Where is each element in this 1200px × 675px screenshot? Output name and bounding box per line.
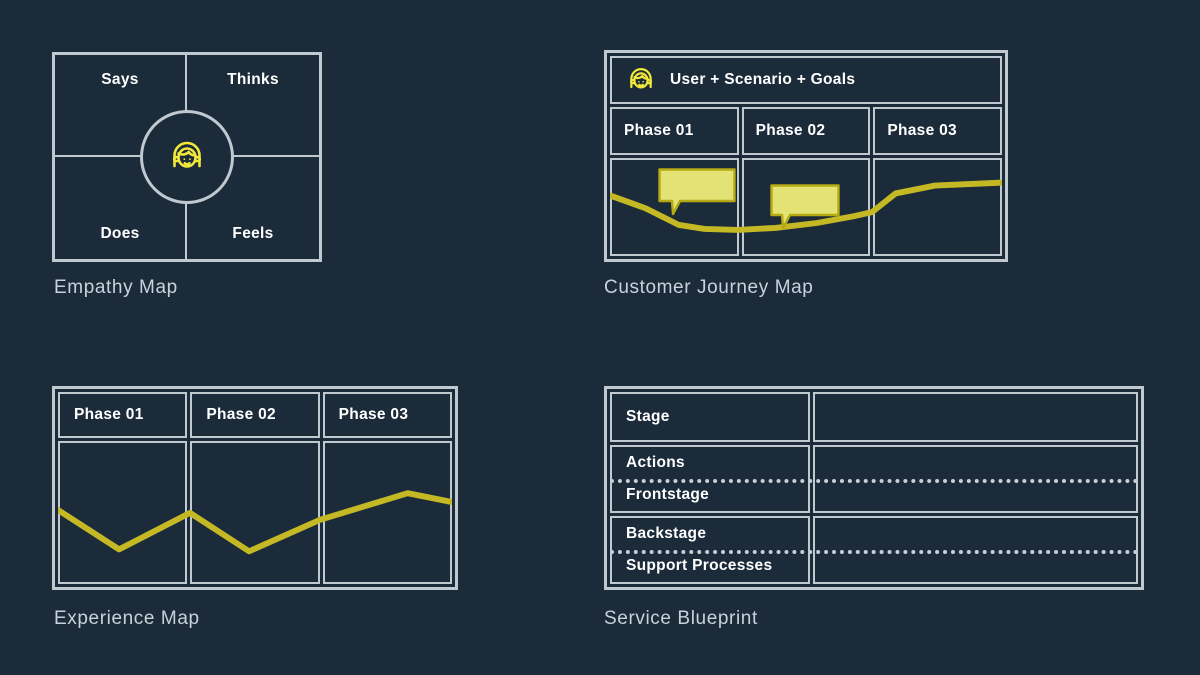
blueprint-line-of-interaction bbox=[610, 479, 1138, 483]
experience-map-diagram: Phase 01 Phase 02 Phase 03 bbox=[52, 386, 458, 590]
empathy-quadrant-does[interactable]: Does bbox=[55, 157, 187, 259]
blueprint-actions-sub: Actions bbox=[612, 447, 808, 479]
journey-chart-cell-03[interactable] bbox=[873, 158, 1003, 256]
journey-chart-cell-01[interactable] bbox=[610, 158, 739, 256]
blueprint-frontstage-sub: Frontstage bbox=[612, 479, 808, 511]
empathy-quadrant-does-label: Does bbox=[100, 225, 140, 242]
journey-map-grid: User + Scenario + Goals Phase 01 Phase 0… bbox=[604, 50, 1008, 262]
experience-phase-03-cell[interactable]: Phase 03 bbox=[322, 392, 452, 438]
empathy-map-diagram: Says Thinks Does Feels bbox=[52, 52, 322, 262]
service-blueprint-diagram: Stage Actions Frontstage bbox=[604, 386, 1144, 590]
experience-map-caption: Experience Map bbox=[54, 608, 200, 629]
empathy-center-circle bbox=[140, 110, 234, 204]
blueprint-label-stage: Stage bbox=[626, 408, 670, 425]
blueprint-label-frontstage: Frontstage bbox=[626, 486, 710, 503]
journey-header-title: User + Scenario + Goals bbox=[670, 71, 856, 88]
experience-phase-03-label: Phase 03 bbox=[338, 406, 409, 423]
empathy-quadrant-says[interactable]: Says bbox=[55, 55, 187, 157]
blueprint-label-backstage: Backstage bbox=[626, 525, 707, 542]
empathy-quadrant-thinks[interactable]: Thinks bbox=[187, 55, 319, 157]
blueprint-label-support-processes: Support Processes bbox=[626, 557, 773, 574]
blueprint-actions-frontstage-label-cell[interactable]: Actions Frontstage bbox=[610, 445, 810, 513]
user-avatar-icon bbox=[172, 141, 202, 168]
blueprint-row-backstage-support: Backstage Support Processes bbox=[610, 516, 1138, 584]
experience-phase-01-label: Phase 01 bbox=[74, 406, 144, 423]
journey-header-row[interactable]: User + Scenario + Goals bbox=[610, 56, 1002, 104]
journey-phase-02-label: Phase 02 bbox=[755, 122, 826, 139]
customer-journey-map-diagram: User + Scenario + Goals Phase 01 Phase 0… bbox=[604, 50, 1008, 262]
blueprint-stage-sub: Stage bbox=[612, 394, 808, 440]
blueprint-row-stage-content-cell[interactable] bbox=[813, 392, 1138, 442]
user-avatar-icon bbox=[630, 68, 652, 89]
service-blueprint-grid: Stage Actions Frontstage bbox=[604, 386, 1144, 590]
experience-map-grid: Phase 01 Phase 02 Phase 03 bbox=[52, 386, 458, 590]
journey-chart-row bbox=[610, 158, 1003, 256]
journey-phase-03-label: Phase 03 bbox=[887, 122, 957, 139]
empathy-map-caption: Empathy Map bbox=[54, 277, 178, 298]
service-blueprint-caption: Service Blueprint bbox=[604, 608, 758, 629]
experience-chart-cell-03[interactable] bbox=[322, 441, 452, 584]
blueprint-row-actions-frontstage: Actions Frontstage bbox=[610, 445, 1138, 513]
journey-phase-02-cell[interactable]: Phase 02 bbox=[741, 107, 871, 155]
experience-phase-02-cell[interactable]: Phase 02 bbox=[190, 392, 320, 438]
blueprint-backstage-sub: Backstage bbox=[612, 518, 808, 550]
blueprint-support-processes-sub: Support Processes bbox=[612, 550, 808, 582]
experience-phase-02-label: Phase 02 bbox=[206, 406, 276, 423]
journey-chart-cell-02[interactable] bbox=[741, 158, 871, 256]
journey-phase-header-row: Phase 01 Phase 02 Phase 03 bbox=[610, 107, 1003, 155]
journey-phase-01-label: Phase 01 bbox=[624, 122, 694, 139]
blueprint-line-of-internal-interaction bbox=[610, 550, 1138, 554]
empathy-quadrant-feels[interactable]: Feels bbox=[187, 157, 319, 259]
journey-phase-03-cell[interactable]: Phase 03 bbox=[873, 107, 1003, 155]
experience-chart-cell-01[interactable] bbox=[58, 441, 188, 584]
journey-phase-01-cell[interactable]: Phase 01 bbox=[610, 107, 739, 155]
empathy-quadrant-thinks-label: Thinks bbox=[227, 71, 279, 88]
blueprint-row-stage: Stage bbox=[610, 392, 1138, 442]
experience-chart-row bbox=[58, 441, 452, 584]
customer-journey-map-caption: Customer Journey Map bbox=[604, 277, 814, 298]
experience-chart-cell-02[interactable] bbox=[190, 441, 320, 584]
empathy-quadrant-says-label: Says bbox=[101, 71, 139, 88]
empathy-map-grid: Says Thinks Does Feels bbox=[52, 52, 322, 262]
empathy-quadrant-feels-label: Feels bbox=[232, 225, 274, 242]
blueprint-label-actions: Actions bbox=[626, 454, 685, 471]
blueprint-row-stage-label-cell[interactable]: Stage bbox=[610, 392, 810, 442]
experience-phase-header-row: Phase 01 Phase 02 Phase 03 bbox=[58, 392, 452, 438]
experience-phase-01-cell[interactable]: Phase 01 bbox=[58, 392, 188, 438]
